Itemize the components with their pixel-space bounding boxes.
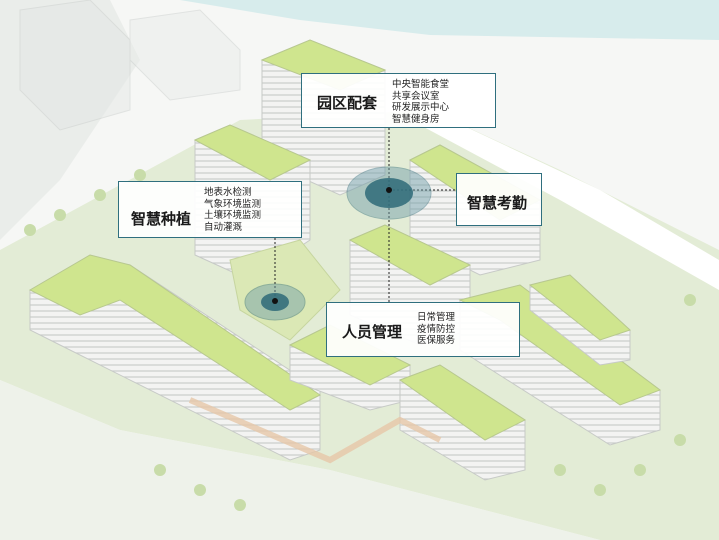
building-west-long: [28, 254, 321, 461]
list-item: 自动灌溉: [204, 221, 243, 233]
callout-farming-title: 智慧种植: [131, 210, 192, 228]
list-item: 日常管理: [417, 312, 456, 323]
callout-personnel-management: 人员管理 日常管理 疫情防控 医保服务: [326, 302, 520, 357]
callout-smart-attendance: 智慧考勤: [456, 173, 542, 226]
list-item: 智慧健身房: [392, 113, 440, 125]
list-item: 地表水检测: [204, 187, 252, 198]
list-item: 中央智能食堂: [392, 79, 450, 90]
callout-people-list: 日常管理 疫情防控 医保服务: [417, 312, 455, 347]
callout-attendance-title: 智慧考勤: [467, 194, 528, 212]
lawn-front: [0, 380, 600, 540]
existing-blocks-area: [0, 0, 140, 240]
building-south: [398, 364, 527, 481]
existing-buildings: [19, 0, 241, 131]
list-item: 医保服务: [417, 335, 456, 346]
list-item: 共享会议室: [392, 90, 440, 102]
marker-center: [346, 166, 432, 220]
list-item: 土壤环境监测: [204, 210, 262, 221]
list-item: 气象环境监测: [204, 198, 262, 210]
callout-park-list: 中央智能食堂 共享会议室 研发展示中心 智慧健身房: [392, 79, 449, 125]
callout-park-facilities: 园区配套 中央智能食堂 共享会议室 研发展示中心 智慧健身房: [301, 73, 496, 128]
callout-farming-list: 地表水检测 气象环境监测 土壤环境监测 自动灌溉: [204, 187, 261, 233]
callout-smart-farming: 智慧种植 地表水检测 气象环境监测 土壤环境监测 自动灌溉: [118, 181, 302, 238]
walkway: [188, 397, 442, 464]
list-item: 疫情防控: [417, 323, 456, 335]
courtyard-lawn: [229, 239, 341, 341]
list-item: 研发展示中心: [392, 102, 450, 113]
callout-park-title: 园区配套: [317, 94, 378, 112]
water-top: [180, 0, 719, 40]
callout-people-title: 人员管理: [342, 323, 403, 341]
trees: [24, 169, 696, 511]
marker-farming: [244, 283, 306, 321]
perimeter-road: [420, 110, 719, 290]
